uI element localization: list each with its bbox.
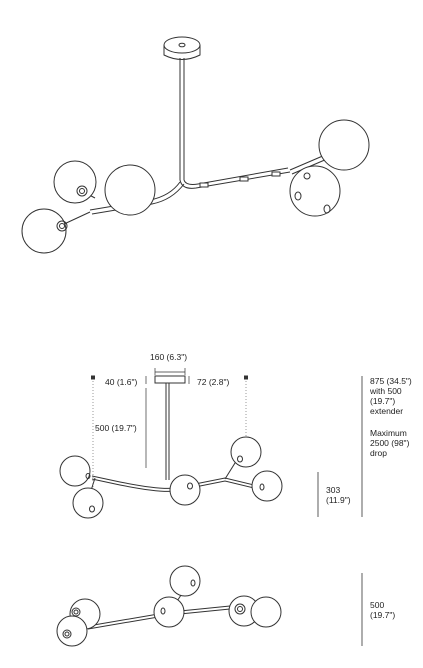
socket-2 bbox=[56, 220, 68, 232]
front-globe-3 bbox=[169, 474, 201, 506]
canopy-top bbox=[163, 36, 201, 54]
front-canopy bbox=[154, 375, 186, 384]
canopy-body bbox=[163, 45, 201, 60]
front-globe-1 bbox=[59, 455, 91, 487]
socket-3 bbox=[294, 191, 302, 201]
globe-back-left bbox=[53, 160, 97, 204]
front-globe-5 bbox=[251, 470, 283, 502]
canopy-offset-left-label: 40 (1.6") bbox=[105, 377, 138, 387]
rod-length-label: 500 (19.7") bbox=[95, 423, 137, 433]
socket-2-inner bbox=[59, 223, 65, 229]
globe-front-left bbox=[21, 208, 67, 254]
joint-1 bbox=[199, 182, 209, 188]
side-globe-2 bbox=[153, 596, 185, 628]
side-globe-3 bbox=[228, 595, 260, 627]
side-height-label: 500 (19.7") bbox=[370, 600, 396, 620]
socket-5 bbox=[303, 172, 311, 180]
side-globe-1 bbox=[169, 565, 201, 597]
arm-right-2 bbox=[183, 167, 289, 185]
max-drop-label: Maximum 2500 (98") drop bbox=[370, 428, 410, 458]
side-globe-4 bbox=[250, 596, 282, 628]
arm-right-1 bbox=[179, 171, 291, 189]
arm-up-right bbox=[289, 154, 326, 171]
front-globe-2 bbox=[72, 487, 104, 519]
joint-2 bbox=[239, 176, 249, 182]
socket-4 bbox=[323, 204, 331, 214]
arm-left-globe2 bbox=[61, 211, 91, 226]
globe-right-low bbox=[289, 165, 341, 217]
joint-3 bbox=[271, 171, 281, 177]
arm-left-b bbox=[91, 183, 185, 215]
socket-1-inner bbox=[79, 188, 85, 194]
side-globe-5 bbox=[69, 598, 101, 630]
canopy-offset-right-label: 72 (2.8") bbox=[197, 377, 230, 387]
globe-right-high bbox=[318, 119, 370, 171]
side-globe-6 bbox=[56, 615, 88, 647]
socket-1 bbox=[76, 185, 88, 197]
canopy-hole bbox=[178, 42, 186, 48]
overall-height-label: 875 (34.5") with 500 (19.7") extender bbox=[370, 376, 412, 416]
fixture-height-label: 303 (11.9") bbox=[326, 485, 351, 505]
globe-center bbox=[104, 164, 156, 216]
perspective-view bbox=[21, 36, 370, 254]
front-globe-4 bbox=[230, 436, 262, 468]
canopy-width-label: 160 (6.3") bbox=[150, 352, 188, 362]
